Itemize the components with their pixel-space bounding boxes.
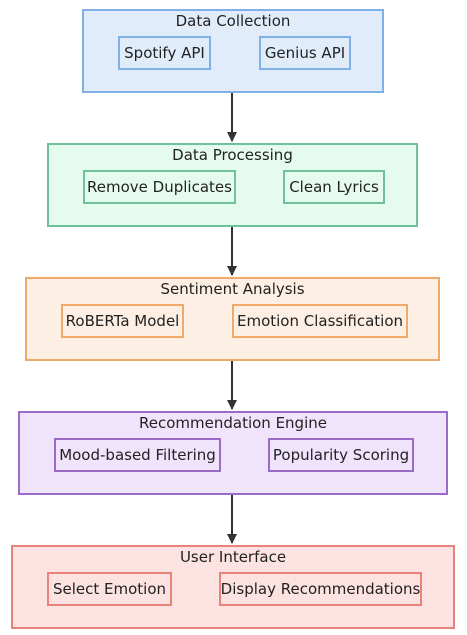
group-title: Data Processing xyxy=(172,146,293,164)
group-data-collection: Data Collection Spotify API Genius API xyxy=(82,9,384,93)
node-genius-api: Genius API xyxy=(259,36,351,70)
node-select-emotion: Select Emotion xyxy=(47,572,172,606)
node-popularity-scoring: Popularity Scoring xyxy=(268,438,414,472)
group-user-interface: User Interface Select Emotion Display Re… xyxy=(11,545,455,629)
node-display-recommendations: Display Recommendations xyxy=(219,572,422,606)
group-sentiment-analysis: Sentiment Analysis RoBERTa Model Emotion… xyxy=(25,277,440,361)
group-title: User Interface xyxy=(179,548,287,566)
node-emotion-classification: Emotion Classification xyxy=(232,304,408,338)
group-title: Data Collection xyxy=(175,12,291,30)
node-clean-lyrics: Clean Lyrics xyxy=(283,170,385,204)
group-title: Recommendation Engine xyxy=(139,414,327,432)
node-remove-duplicates: Remove Duplicates xyxy=(83,170,236,204)
node-mood-based-filtering: Mood-based Filtering xyxy=(54,438,221,472)
node-roberta-model: RoBERTa Model xyxy=(61,304,184,338)
group-data-processing: Data Processing Remove Duplicates Clean … xyxy=(47,143,418,227)
group-recommendation-engine: Recommendation Engine Mood-based Filteri… xyxy=(18,411,448,495)
group-title: Sentiment Analysis xyxy=(160,280,305,298)
node-spotify-api: Spotify API xyxy=(118,36,211,70)
